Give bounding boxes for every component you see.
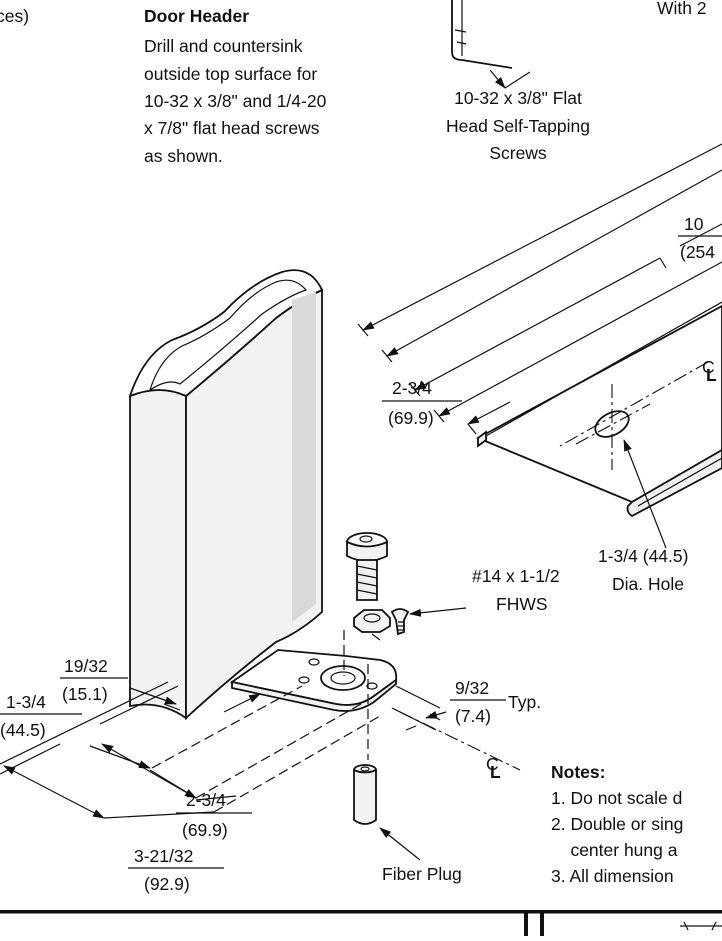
door-header-stub (451, 0, 513, 69)
fragment-top-left: ces) (0, 6, 29, 26)
dim-9-32-mm: (7.4) (455, 706, 491, 726)
dim-2-3-4-top-mm: (69.9) (388, 408, 434, 428)
screw-leader-right (504, 71, 531, 89)
hole-leader (623, 439, 667, 549)
fhws-callout: #14 x 1-1/2 FHWS (472, 566, 560, 614)
note-line-1: 1. Do not scale d (551, 788, 682, 808)
dim-3-21-32-mm: (92.9) (144, 874, 190, 894)
dim-2-3-4-bottom: 2-3/4 (69.9) (176, 790, 252, 840)
dim-9-32: 9/32 (7.4) Typ. (450, 678, 541, 726)
fiber-plug-leader (379, 827, 421, 861)
dim-1-3-4-frac: 1-3/4 (6, 692, 46, 712)
dim-19-32: 19/32 (15.1) (60, 656, 128, 704)
header-desc-line-3: 10-32 x 3/8" and 1/4-20 (144, 91, 327, 111)
centerline-sub-bottom: L (490, 762, 501, 782)
hole-callout: 1-3/4 (44.5) Dia. Hole (598, 546, 688, 594)
dim-2-3-4-top: 2-3/4 (69.9) (382, 378, 462, 428)
screw-callout-line-1: 10-32 x 3/8" Flat (454, 88, 582, 108)
dim-10: 10 (684, 214, 704, 234)
header-desc-line-1: Drill and countersink (144, 36, 303, 56)
note-line-3: center hung a (551, 840, 678, 860)
header-desc-line-5: as shown. (144, 146, 223, 166)
notes-title: Notes: (551, 762, 605, 782)
fhws-callout-size: #14 x 1-1/2 (472, 566, 560, 586)
fiber-plug (353, 764, 377, 825)
fhws-screw (390, 608, 410, 636)
screw-callout-line-2: Head Self-Tapping (446, 116, 590, 136)
screw-leader-left (489, 69, 506, 89)
fragment-top-right: With 2 (657, 0, 707, 18)
header-description: Drill and countersink outside top surfac… (144, 36, 327, 166)
fhws-callout-type: FHWS (496, 594, 548, 614)
note-line-4: 3. All dimension (551, 866, 674, 886)
hole-callout-size: 1-3/4 (44.5) (598, 546, 688, 566)
base-plate (229, 649, 398, 712)
dim-2-3-4-bottom-frac: 2-3/4 (186, 790, 226, 810)
notes-block: Notes: 1. Do not scale d 2. Double or si… (551, 762, 683, 886)
dim-3-21-32: 3-21/32 (92.9) (128, 846, 224, 894)
dim-254: (254 (680, 242, 715, 262)
screw-callout: 10-32 x 3/8" Flat Head Self-Tapping Scre… (446, 88, 590, 163)
header-plate (475, 301, 722, 518)
dim-19-32-frac: 19/32 (64, 656, 108, 676)
pivot-bolt (346, 532, 388, 601)
assembly-centerlines (343, 630, 381, 760)
title-block-border (0, 910, 722, 936)
hex-nut (353, 609, 391, 633)
hole-callout-desc: Dia. Hole (612, 574, 684, 594)
centerline-mark-right: C (702, 357, 715, 377)
centerline-sub-right: L (706, 365, 717, 385)
centerline-mark-bottom: C (486, 754, 499, 774)
header-desc-line-2: outside top surface for (144, 64, 317, 84)
dim-2-3-4-bottom-mm: (69.9) (182, 820, 228, 840)
header-desc-line-4: x 7/8" flat head screws (144, 118, 320, 138)
fhws-leader (409, 607, 467, 617)
dim-19-32-mm: (15.1) (62, 684, 108, 704)
plate-dimension-lines (357, 143, 722, 435)
dim-9-32-typ: Typ. (508, 692, 541, 712)
dim-1-3-4-mm: (44.5) (0, 720, 46, 740)
dim-2-3-4-top-frac: 2-3/4 (392, 378, 432, 398)
dim-1-3-4: 1-3/4 (44.5) (0, 692, 82, 740)
fiber-plug-label: Fiber Plug (382, 864, 462, 884)
header-title: Door Header (144, 6, 249, 26)
note-line-2: 2. Double or sing (551, 814, 683, 834)
dim-3-21-32-frac: 3-21/32 (134, 846, 193, 866)
pivot-post (128, 269, 324, 721)
dim-9-32-frac: 9/32 (455, 678, 489, 698)
screw-callout-line-3: Screws (489, 143, 547, 163)
